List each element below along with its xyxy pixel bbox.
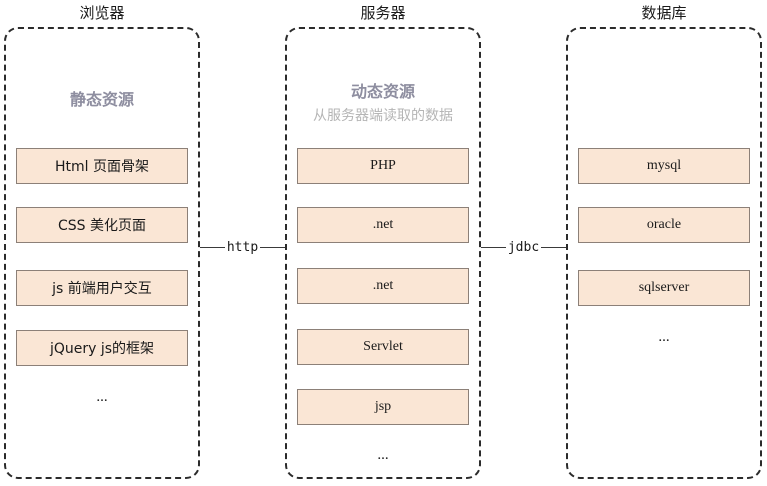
column-title-browser: 浏览器 xyxy=(79,4,125,22)
connector-label-http: http xyxy=(226,239,259,255)
connector-line-left xyxy=(200,246,225,248)
zone-browser: 静态资源 Html 页面骨架 CSS 美化页面 js 前端用户交互 jQuery… xyxy=(4,27,200,479)
column-title-server: 服务器 xyxy=(360,4,406,22)
connector-label-jdbc: jdbc xyxy=(507,239,540,255)
item-box-jquery[interactable]: jQuery js的框架 xyxy=(16,330,188,366)
ellipsis-browser: ... xyxy=(96,389,108,405)
zone-database: mysql oracle sqlserver ... xyxy=(566,27,762,479)
item-box-sqlserver[interactable]: sqlserver xyxy=(578,270,750,306)
item-box-html[interactable]: Html 页面骨架 xyxy=(16,148,188,184)
column-title-database: 数据库 xyxy=(641,4,687,22)
item-box-oracle[interactable]: oracle xyxy=(578,207,750,243)
connector-line-left xyxy=(481,246,506,248)
item-box-servlet[interactable]: Servlet xyxy=(297,329,469,365)
item-box-net-1[interactable]: .net xyxy=(297,207,469,243)
zone-heading-browser: 静态资源 xyxy=(69,90,134,109)
item-box-jsp[interactable]: jsp xyxy=(297,389,469,425)
connector-browser-to-server: http xyxy=(200,238,285,256)
item-box-mysql[interactable]: mysql xyxy=(578,148,750,184)
ellipsis-server: ... xyxy=(377,447,389,463)
zone-subheading-server: 从服务器端读取的数据 xyxy=(313,108,453,124)
item-box-php[interactable]: PHP xyxy=(297,148,469,184)
zone-server: 动态资源 从服务器端读取的数据 PHP .net .net Servlet js… xyxy=(285,27,481,479)
connector-server-to-database: jdbc xyxy=(481,238,566,256)
zone-heading-server: 动态资源 xyxy=(350,82,415,101)
item-box-net-2[interactable]: .net xyxy=(297,268,469,304)
item-box-css[interactable]: CSS 美化页面 xyxy=(16,207,188,243)
connector-line-right xyxy=(260,246,285,248)
ellipsis-database: ... xyxy=(658,329,670,345)
item-box-js[interactable]: js 前端用户交互 xyxy=(16,270,188,306)
connector-line-right xyxy=(541,246,566,248)
